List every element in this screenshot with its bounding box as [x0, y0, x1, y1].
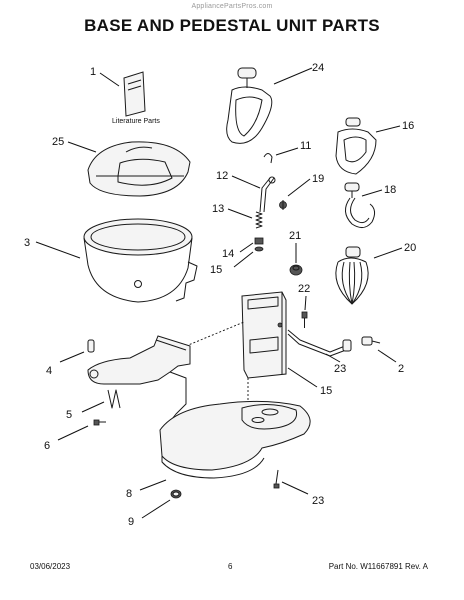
- part-number-18: 19: [312, 173, 324, 185]
- dough-hook-part: [344, 182, 376, 228]
- part-number-4: 4: [46, 365, 52, 377]
- page-title: BASE AND PEDESTAL UNIT PARTS: [84, 16, 380, 35]
- knob-part: [289, 264, 303, 276]
- clip-part: [263, 153, 273, 164]
- footer-part-no: Part No. W11667891 Rev. A: [328, 562, 428, 571]
- pouring-shield-part: [87, 141, 191, 197]
- base-part: [159, 400, 311, 479]
- bowl-support-pin: [87, 339, 95, 353]
- part-number-11: 12: [216, 170, 228, 182]
- part-number-22: 23: [334, 363, 346, 375]
- part-number-10: 11: [300, 140, 311, 152]
- footer-date: 03/06/2023: [30, 562, 71, 571]
- part-number-14: 15: [210, 264, 222, 276]
- part-number-6: 6: [44, 440, 50, 452]
- flat-beater-part: [335, 117, 377, 175]
- beater-part: [226, 67, 273, 144]
- lift-rod-part: [259, 176, 276, 213]
- part-number-1: 1: [90, 66, 96, 78]
- screw-6-part: [93, 419, 106, 426]
- spring-5-part: [107, 389, 121, 409]
- screw-21-part: [301, 311, 308, 328]
- part-number-25: 25: [52, 136, 64, 148]
- wire-whip-part: [335, 246, 369, 305]
- screw-18-part: [279, 200, 287, 210]
- part-number-24: 24: [312, 62, 324, 74]
- part-number-21: 22: [298, 283, 310, 295]
- part-number-19: 20: [404, 242, 416, 254]
- bowl-support-part: [87, 335, 191, 425]
- part-number-9: 9: [128, 516, 134, 528]
- part-number-8: 8: [126, 488, 132, 500]
- screw-23-part: [273, 469, 280, 489]
- pedestal-part: [241, 291, 287, 379]
- foot-pad-part: [172, 491, 180, 497]
- part-number-20: 21: [289, 230, 301, 242]
- part-number-17: 18: [384, 184, 396, 196]
- part-number-2: 2: [398, 363, 404, 375]
- bowl-lift-handle-part: [287, 329, 352, 357]
- part-number-3: 3: [24, 237, 30, 249]
- literature-part: Literature Parts: [112, 71, 160, 125]
- watermark: AppliancePartsPros.com: [191, 3, 273, 10]
- nut-part: [254, 237, 264, 245]
- part-number-15: 15: [320, 385, 332, 397]
- bowl-part: [83, 218, 198, 303]
- footer-page: 6: [228, 562, 233, 571]
- part-number-13: 14: [222, 248, 234, 260]
- part-number-12: 13: [212, 203, 224, 215]
- part-number-16: 16: [402, 120, 414, 132]
- part-number-23: 23: [312, 495, 324, 507]
- spring-12-part: [255, 211, 263, 229]
- literature-label: Literature Parts: [112, 118, 160, 125]
- hinge-pin-part: [361, 336, 381, 346]
- washer-part: [254, 246, 264, 252]
- part-number-5: 5: [66, 409, 72, 421]
